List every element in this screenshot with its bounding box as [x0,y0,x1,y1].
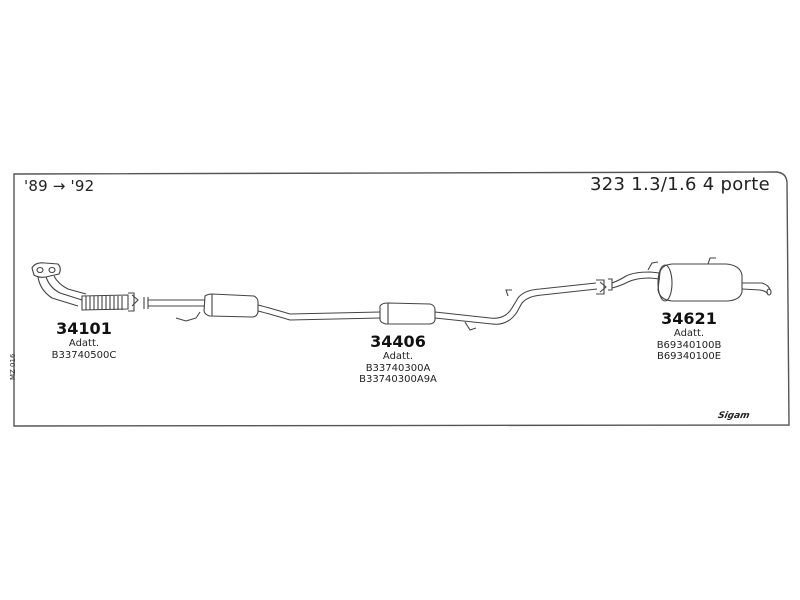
part-label-middle-pipe: 34406 Adatt. B33740300A B33740300A9A [340,332,456,386]
part-number: 34101 [56,319,112,338]
part-reference: B33740300A9A [359,374,437,386]
rear-silencer-drawing [608,257,772,302]
brand-logo: Sigam [716,411,751,421]
part-reference: B69340100E [656,351,722,363]
part-reference: B33740500C [51,349,117,361]
diagram-frame [13,171,790,427]
part-label-rear-silencer: 34621 Adatt. B69340100B B69340100E [646,309,732,363]
part-note: Adatt. [673,328,705,340]
model-years: '89 → '92 [24,177,95,195]
part-label-front-pipe: 34101 Adatt. B33740500C [38,319,130,361]
catalog-code: MZ 016 [9,353,17,380]
part-number: 34406 [370,332,426,351]
model-title: 323 1.3/1.6 4 porte [590,174,770,195]
part-note: Adatt. [382,351,414,363]
part-note: Adatt. [68,338,100,350]
front-pipe-drawing [31,262,139,312]
part-reference: B69340100B [656,339,722,351]
part-number: 34621 [661,309,717,328]
part-reference: B33740300A [365,362,431,374]
middle-pipe-drawing [143,279,607,331]
